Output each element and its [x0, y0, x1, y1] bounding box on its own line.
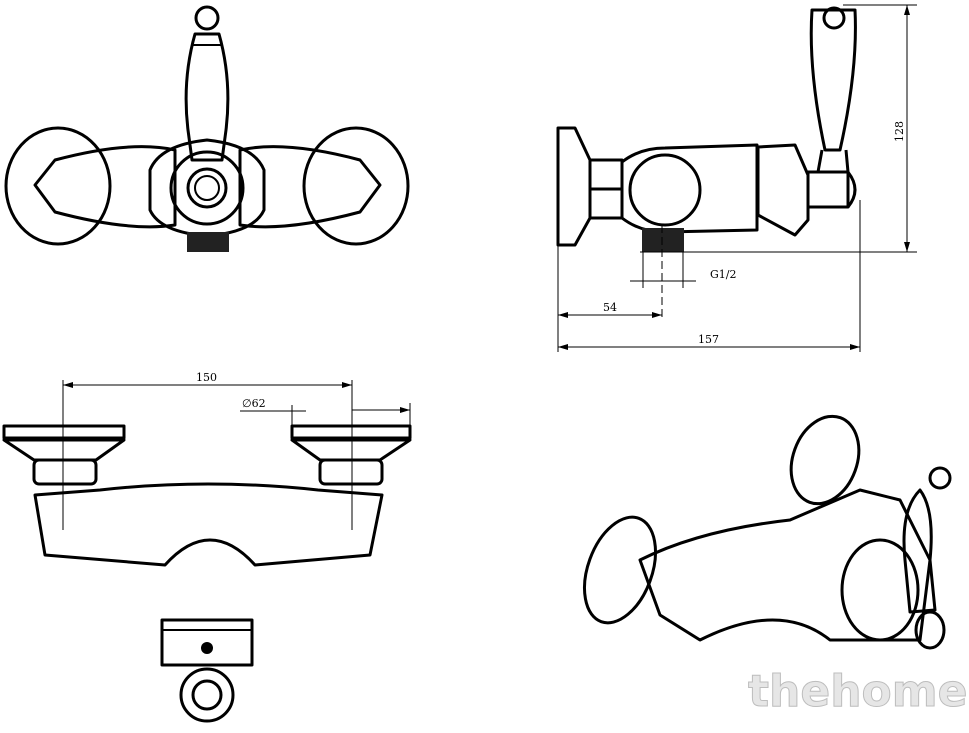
watermark: thehome: [748, 666, 967, 717]
top-view: 150 ∅62: [2, 371, 412, 723]
flange-diameter-dimension: ∅62: [242, 397, 266, 410]
side-view: 128 G1/2 54 157: [556, 4, 917, 352]
depth-dimension: 157: [698, 333, 719, 346]
wall-to-outlet-dimension: 54: [603, 301, 617, 314]
isometric-view: [583, 414, 952, 650]
front-view: [4, 5, 410, 252]
center-distance-dimension: 150: [196, 371, 217, 384]
height-dimension: 128: [893, 121, 906, 142]
thread-dimension: G1/2: [710, 268, 737, 281]
